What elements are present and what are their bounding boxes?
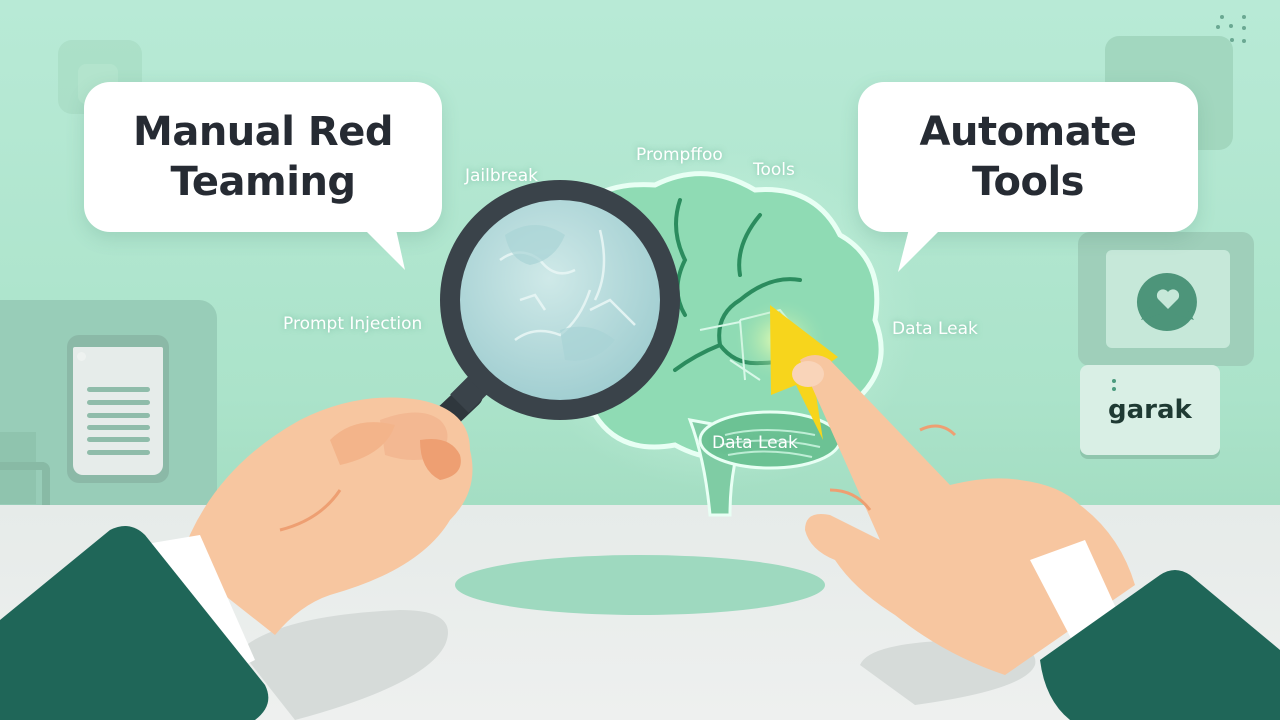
garak-card: garak [1080,365,1220,455]
right-hand-pointing [792,355,1280,720]
tag-tools: Tools [753,160,795,180]
speech-bubble-automate-tools: Automate Tools [858,82,1198,232]
bubble-right-line-2: Tools [972,159,1084,205]
tag-jailbreak: Jailbreak [465,166,539,186]
tag-data-leak-center: Data Leak [712,433,798,453]
bubble-right-line-1: Automate [919,109,1137,155]
left-hand-holding-magnifier [0,397,473,720]
speech-bubble-manual-red-teaming: Manual Red Teaming [84,82,442,232]
tag-promptfoo: Prompffoo [636,145,723,165]
brain-shadow [455,555,825,615]
bubble-left-line-1: Manual Red [133,109,393,155]
bubble-left-line-2: Teaming [170,159,356,205]
garak-label: garak [1108,395,1192,425]
left-panel-block-2 [0,462,50,507]
document-icon [67,335,169,483]
left-hand-shadow [240,610,448,720]
tag-prompt-injection: Prompt Injection [283,314,423,334]
tag-data-leak-right: Data Leak [892,319,978,339]
garak-dots [1112,379,1116,393]
